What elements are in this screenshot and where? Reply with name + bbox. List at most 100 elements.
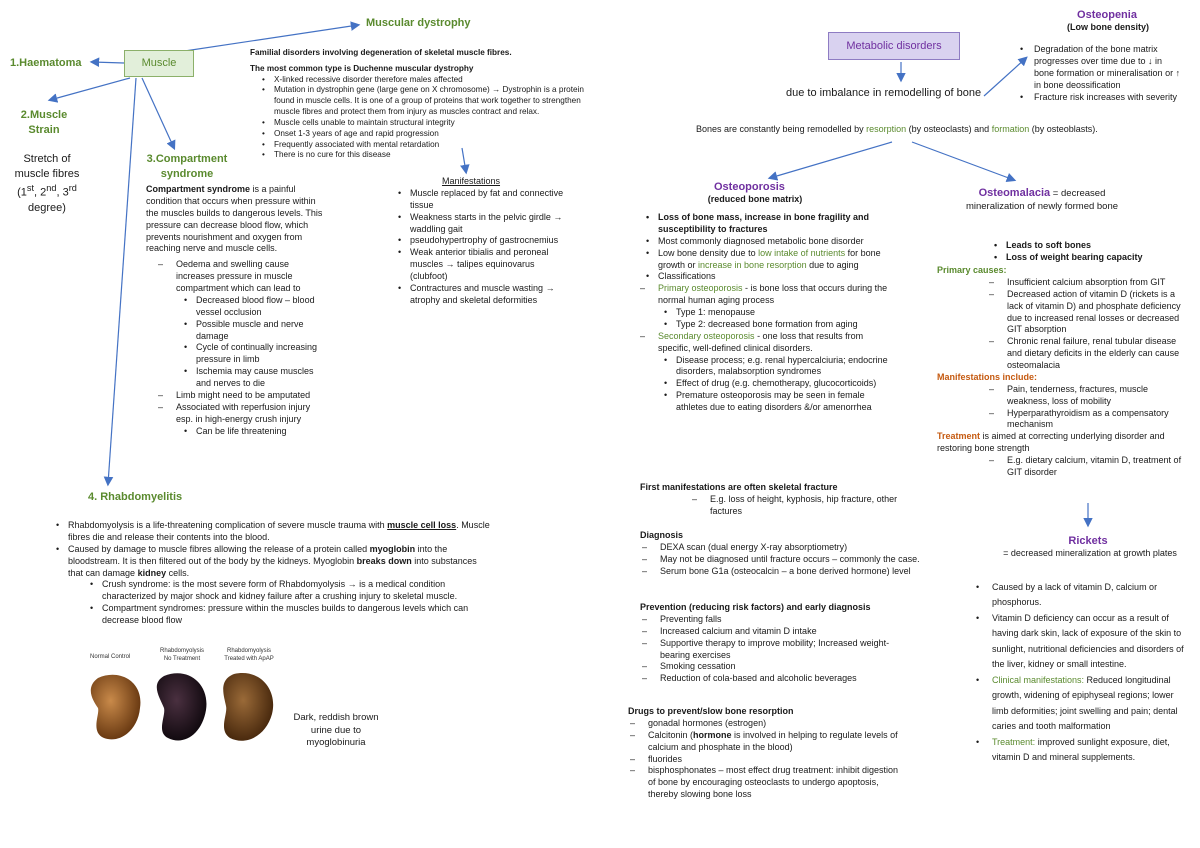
list-item: Disease process; e.g. renal hypercalciur… — [662, 355, 894, 379]
first-manifestations-list: E.g. loss of height, kyphosis, hip fract… — [640, 494, 900, 518]
dystrophy-common: The most common type is Duchenne muscula… — [250, 63, 474, 73]
list-item: Mutation in dystrophin gene (large gene … — [260, 85, 602, 117]
arrow-to-rhabdomyelitis — [103, 77, 137, 487]
list-item: Increased calcium and vitamin D intake — [640, 626, 916, 638]
first-manifestations-title: First manifestations are often skeletal … — [640, 482, 838, 492]
list-item: Decreased action of vitamin D (rickets i… — [987, 289, 1187, 337]
muscle-label: Muscle — [141, 57, 177, 70]
osteomalacia-bullets: Leads to soft bones Loss of weight beari… — [992, 240, 1172, 264]
arrow-to-osteoporosis — [767, 141, 893, 181]
list-item: Weakness starts in the pelvic girdle → w… — [396, 212, 566, 236]
prevention-list: Preventing falls Increased calcium and v… — [640, 614, 916, 685]
treatment-list: E.g. dietary calcium, vitamin D, treatme… — [937, 455, 1187, 479]
rickets-list: Caused by a lack of vitamin D, calcium o… — [974, 580, 1192, 766]
arrow-to-muscular-dystrophy — [177, 21, 361, 53]
compartment-sublist: Decreased blood flow – blood vessel occl… — [176, 295, 326, 390]
manifestations-list: Muscle replaced by fat and connective ti… — [396, 188, 566, 307]
list-item: Classifications — [644, 271, 894, 283]
arrow-to-compartment — [141, 77, 176, 151]
list-item: Hyperparathyroidism as a compensatory me… — [987, 408, 1187, 432]
list-item: Most commonly diagnosed metabolic bone d… — [644, 236, 894, 248]
kidney-untreated — [156, 673, 207, 741]
list-item: Cycle of continually increasing pressure… — [182, 342, 326, 366]
list-item: Preventing falls — [640, 614, 916, 626]
list-item: May not be diagnosed until fracture occu… — [640, 554, 920, 566]
list-item: Smoking cessation — [640, 661, 916, 673]
diagnosis-list: DEXA scan (dual energy X-ray absorptiome… — [640, 542, 920, 578]
list-item: Associated with reperfusion injury esp. … — [156, 402, 326, 438]
list-item: Leads to soft bones — [992, 240, 1172, 252]
metabolic-disorders-label: Metabolic disorders — [846, 39, 942, 52]
dystrophy-section: Familial disorders involving degeneratio… — [250, 48, 602, 161]
arrow-to-haematoma — [89, 57, 125, 68]
list-item: Weak anterior tibialis and peroneal musc… — [396, 247, 566, 283]
osteoporosis-classes: Primary osteoporosis - is bone loss that… — [638, 283, 894, 414]
list-item: fluorides — [628, 754, 898, 766]
list-item: Supportive therapy to improve mobility; … — [640, 638, 916, 662]
manifestations-title: Manifestations — [441, 176, 501, 186]
list-item: Pain, tenderness, fractures, muscle weak… — [987, 384, 1187, 408]
list-item: Oedema and swelling cause increases pres… — [156, 259, 326, 390]
rickets-definition: = decreased mineralization at growth pla… — [1003, 548, 1177, 558]
muscle-box: Muscle — [124, 50, 194, 77]
treatment-text: Treatment is aimed at correcting underly… — [937, 431, 1165, 454]
urine-caption: Dark, reddish brown urine due to myoglob… — [293, 712, 379, 749]
list-item: Secondary osteoporosis - one loss that r… — [638, 331, 894, 414]
prevention-section: Prevention (reducing risk factors) and e… — [640, 602, 916, 685]
list-item: Type 2: decreased bone formation from ag… — [662, 319, 894, 331]
rickets-title: Rickets — [1068, 535, 1108, 547]
diagnosis-title: Diagnosis — [640, 530, 684, 540]
list-item: Low bone density due to low intake of nu… — [644, 248, 894, 272]
list-item: Chronic renal failure, renal tubular dis… — [987, 336, 1187, 372]
strain-title: 2.Muscle Strain — [20, 109, 68, 136]
list-item: Calcitonin (hormone is involved in helpi… — [628, 730, 898, 754]
list-item: Onset 1-3 years of age and rapid progres… — [260, 129, 602, 140]
compartment-intro: Compartment syndrome is a painful condit… — [146, 184, 323, 254]
secondary-items: Disease process; e.g. renal hypercalciur… — [658, 355, 894, 414]
list-item: Vitamin D deficiency can occur as a resu… — [974, 611, 1192, 673]
first-manifestations: First manifestations are often skeletal … — [640, 482, 900, 518]
osteomalacia-header: Osteomalacia = decreased mineralization … — [952, 186, 1132, 213]
list-item: Serum bone G1a (osteocalcin – a bone der… — [640, 566, 920, 578]
imbalance-text: due to imbalance in remodelling of bone — [786, 87, 982, 99]
metabolic-disorders-box: Metabolic disorders — [828, 32, 960, 60]
list-item: Can be life threatening — [182, 426, 326, 438]
primary-causes-list: Insufficient calcium absorption from GIT… — [937, 277, 1187, 372]
list-item: There is no cure for this disease — [260, 150, 602, 161]
list-item: Insufficient calcium absorption from GIT — [987, 277, 1187, 289]
osteoporosis-list: Loss of bone mass, increase in bone frag… — [644, 212, 894, 283]
haematoma-title: 1.Haematoma — [10, 57, 82, 69]
osteopenia-list: Degradation of the bone matrix progresse… — [1018, 44, 1184, 103]
osteoporosis-title: Osteoporosis — [714, 181, 785, 193]
muscular-dystrophy-title: Muscular dystrophy — [366, 17, 471, 29]
list-item: Treatment: improved sunlight exposure, d… — [974, 735, 1192, 766]
rhabdo-list: Rhabdomyolysis is a life-threatening com… — [54, 520, 494, 627]
compartment-section: Compartment syndrome is a painful condit… — [146, 184, 326, 437]
osteopenia-subtitle: (Low bone density) — [1067, 22, 1149, 32]
drugs-title: Drugs to prevent/slow bone resorption — [628, 706, 794, 716]
list-item: Reduction of cola-based and alcoholic be… — [640, 673, 916, 685]
list-item: Limb might need to be amputated — [156, 390, 326, 402]
list-item: Fracture risk increases with severity — [1018, 92, 1184, 104]
list-item: Loss of bone mass, increase in bone frag… — [644, 212, 894, 236]
list-item: Loss of weight bearing capacity — [992, 252, 1172, 264]
osteopenia-title: Osteopenia — [1077, 9, 1137, 21]
list-item: gonadal hormones (estrogen) — [628, 718, 898, 730]
remodel-text: Bones are constantly being remodelled by… — [696, 124, 1098, 134]
osteomalacia-section: Primary causes: Insufficient calcium abs… — [937, 265, 1187, 479]
primary-types: Type 1: menopause Type 2: decreased bone… — [658, 307, 894, 331]
kidney-normal — [90, 674, 141, 740]
list-item: Caused by damage to muscle fibres allowi… — [54, 544, 494, 627]
life-threatening-sublist: Can be life threatening — [176, 426, 326, 438]
kidney-label-normal: Normal Control — [90, 654, 131, 660]
list-item: Crush syndrome: is the most severe form … — [88, 579, 494, 603]
compartment-title: 3.Compartment syndrome — [146, 153, 228, 180]
list-item: Caused by a lack of vitamin D, calcium o… — [974, 580, 1192, 611]
list-item: Type 1: menopause — [662, 307, 894, 319]
list-item: Primary osteoporosis - is bone loss that… — [638, 283, 894, 331]
list-item: Possible muscle and nerve damage — [182, 319, 326, 343]
drugs-list: gonadal hormones (estrogen) Calcitonin (… — [628, 718, 898, 801]
list-item: E.g. loss of height, kyphosis, hip fract… — [690, 494, 900, 518]
